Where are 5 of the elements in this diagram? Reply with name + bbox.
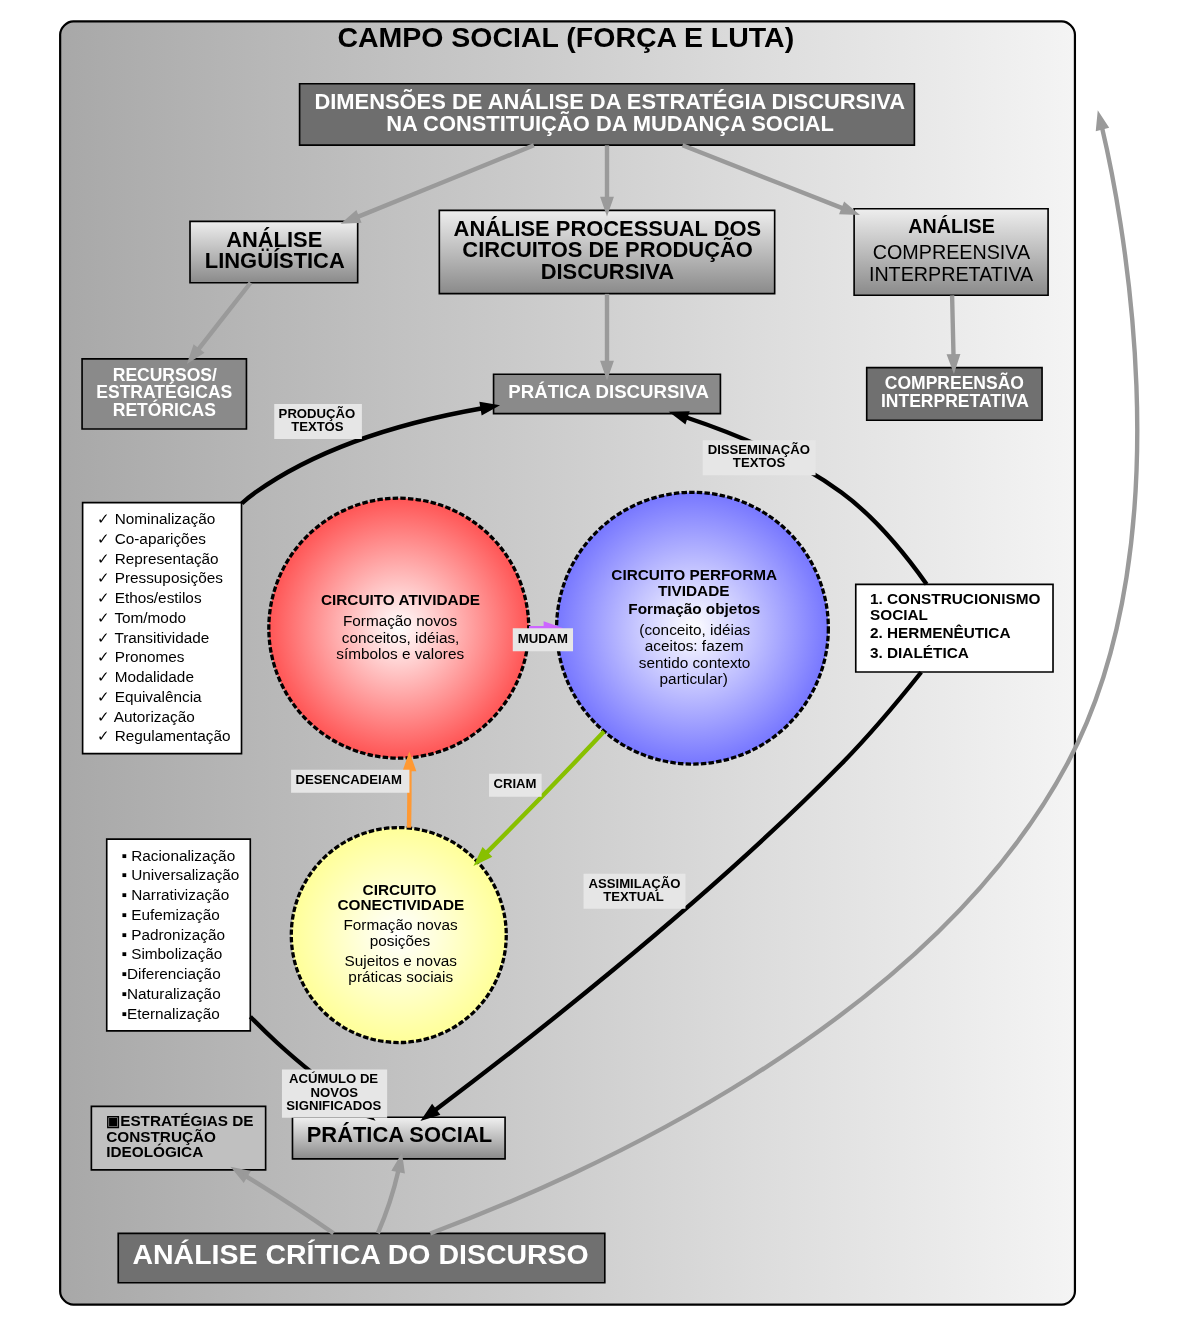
edge-label: DISSEMINAÇÃO TEXTOS bbox=[707, 442, 810, 471]
edge-label: ASSIMILAÇÃO TEXTUAL bbox=[587, 875, 680, 904]
edge-label: DESENCADEIAM bbox=[294, 772, 402, 788]
edge-label: PRODUÇÃO TEXTOS bbox=[278, 405, 355, 434]
edge-label: CRIAM bbox=[492, 776, 536, 792]
